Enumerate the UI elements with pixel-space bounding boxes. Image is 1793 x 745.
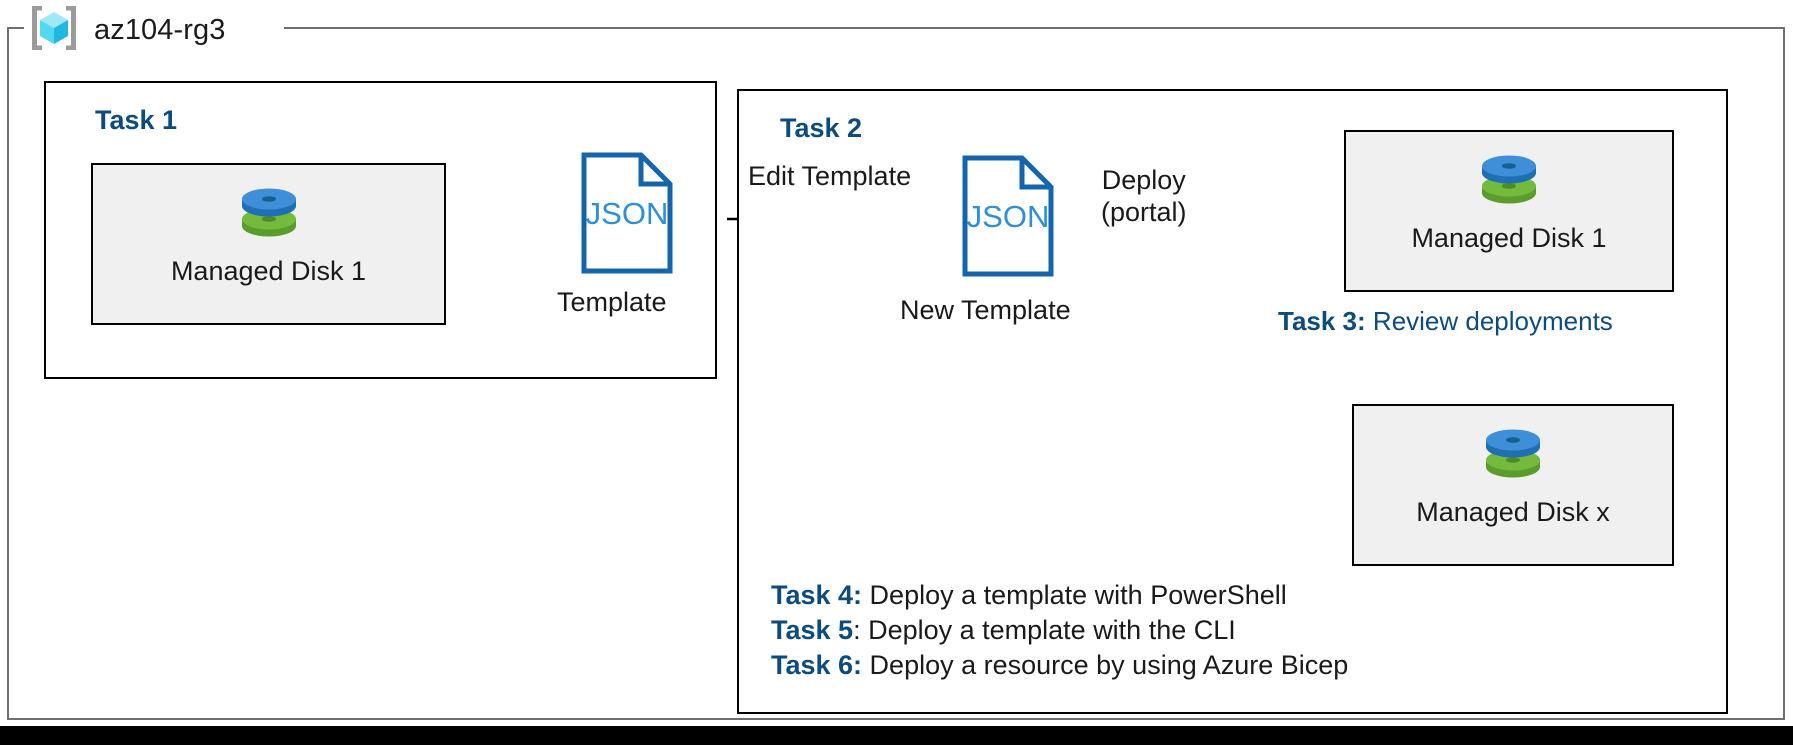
task-6-key: Task 6: <box>771 650 863 681</box>
task-1-heading: Task 1 <box>95 105 178 135</box>
caption-template: Template <box>557 287 667 317</box>
resource-card-label: Managed Disk 1 <box>1411 223 1607 253</box>
task-2-heading: Task 2 <box>780 113 863 143</box>
json-icon-text: JSON <box>586 196 669 231</box>
resource-group-header: az104-rg3 <box>28 2 226 59</box>
resource-card-managed-disk-1-deployed[interactable]: Managed Disk 1 <box>1344 130 1674 292</box>
resource-group-name: az104-rg3 <box>94 14 226 46</box>
json-document-icon-template[interactable]: JSON <box>581 152 673 279</box>
task-5-text: : Deploy a template with the CLI <box>853 615 1236 646</box>
resource-card-managed-disk-x[interactable]: Managed Disk x <box>1352 404 1674 566</box>
caption-new-template: New Template <box>900 295 1071 325</box>
resource-group-frame <box>7 27 1785 720</box>
managed-disk-icon <box>1473 148 1545 219</box>
task-5-key: Task 5 <box>771 615 854 646</box>
edge-label-deploy-line1: Deploy <box>1101 165 1186 195</box>
json-icon-text: JSON <box>967 199 1050 234</box>
task-list-item: Task 5: Deploy a template with the CLI <box>771 613 1348 648</box>
resource-card-label: Managed Disk 1 <box>170 256 367 286</box>
json-document-icon-new-template[interactable]: JSON <box>962 155 1054 282</box>
bottom-black-bar <box>0 726 1793 745</box>
azure-resource-group-icon <box>28 2 80 59</box>
edge-label-deploy-line2: (portal) <box>1101 196 1187 227</box>
task-3-text: Review deployments <box>1365 306 1613 336</box>
managed-disk-icon <box>233 181 305 252</box>
task-list: Task 4: Deploy a template with PowerShel… <box>771 578 1348 683</box>
edge-label-edit-template: Edit Template <box>748 161 912 191</box>
managed-disk-icon <box>1477 422 1549 493</box>
task-3-key: Task 3: <box>1278 306 1366 336</box>
task-6-text: Deploy a resource by using Azure Bicep <box>862 650 1349 681</box>
resource-card-label: Managed Disk x <box>1416 497 1610 527</box>
task-3-caption: Task 3: Review deployments <box>1278 306 1613 337</box>
task-4-text: Deploy a template with PowerShell <box>862 580 1287 610</box>
resource-card-managed-disk-1[interactable]: Managed Disk 1 <box>91 163 446 325</box>
task-list-item: Task 6: Deploy a resource by using Azure… <box>771 648 1348 683</box>
task-list-item: Task 4: Deploy a template with PowerShel… <box>771 578 1348 613</box>
edge-label-deploy: Deploy (portal) <box>1101 165 1187 228</box>
task-4-key: Task 4: <box>771 580 863 610</box>
